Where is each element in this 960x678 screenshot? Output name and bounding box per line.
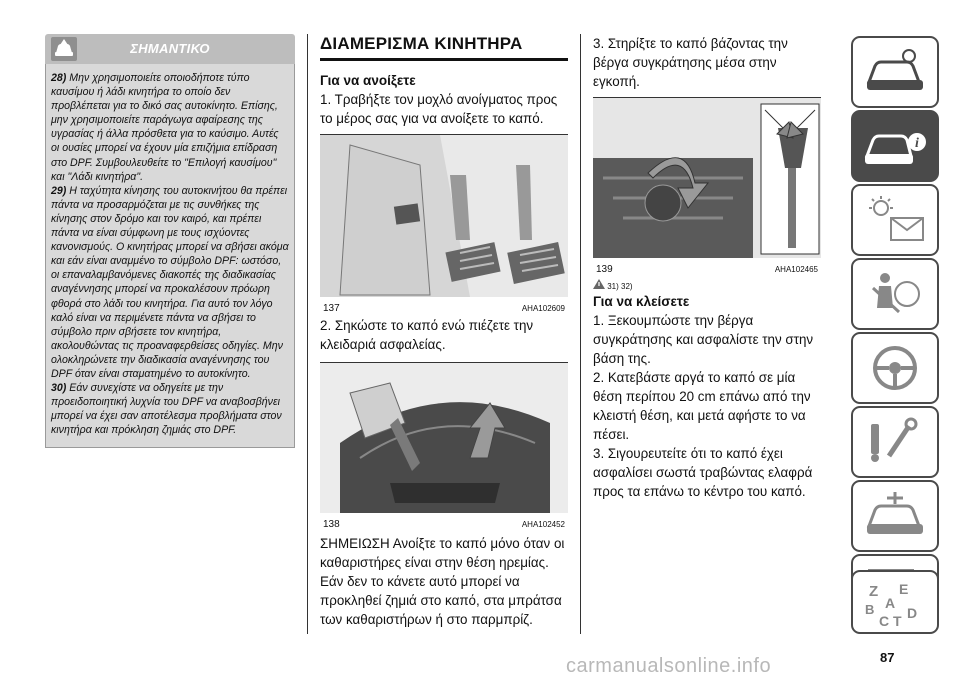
hood-support-rod-illustration: [593, 98, 821, 258]
step-1-text: 1. Τραβήξτε τον μοχλό ανοίγματος προς το…: [320, 92, 558, 126]
figure-caption: 137 AHA102609: [320, 302, 568, 316]
warning-header: ΣΗΜΑΝΤΙΚΟ: [45, 34, 295, 64]
warning-references: 31) 32): [593, 279, 821, 291]
note-number: 29): [51, 184, 67, 197]
step-3-text: 3. Στηρίξτε το καπό βάζοντας την βέργα σ…: [593, 36, 788, 89]
note-text: Μην χρησιμοποιείτε οποιοδήποτε τύπο καυσ…: [51, 72, 279, 183]
safety-airbag-icon: [871, 273, 920, 314]
warning-note: 28) Μην χρησιμοποιείτε οποιοδήποτε τύπο …: [51, 71, 289, 184]
tab-starting-driving[interactable]: [851, 332, 939, 404]
figure-code: AHA102609: [521, 304, 565, 313]
step-2-text: 2. Σηκώστε το καπό ενώ πιέζετε την κλειδ…: [320, 318, 534, 352]
warning-body: 28) Μην χρησιμοποιείτε οποιοδήποτε τύπο …: [45, 64, 295, 449]
page-number: 87: [880, 650, 895, 665]
tab-maintenance[interactable]: [851, 480, 939, 552]
note-text: Η ταχύτητα κίνησης του αυτοκινήτου θα πρ…: [51, 184, 289, 380]
svg-text:i: i: [915, 136, 919, 151]
warning-note: 30) Εάν συνεχίστε να οδηγείτε με την προ…: [51, 381, 289, 437]
hood-safety-catch-illustration: [320, 363, 568, 513]
close-step: 2. Κατεβάστε αργά το καπό σε μία θέση πε…: [593, 370, 811, 442]
tab-warning-lights[interactable]: [851, 184, 939, 256]
steering-wheel-icon: [873, 346, 917, 390]
svg-text:C: C: [879, 613, 889, 628]
engine-bay-column: ΔΙΑΜΕΡΙΣΜΑ ΚΙΝΗΤΗΡΑ Για να ανοίξετε 1. Τ…: [320, 34, 568, 629]
figure-caption: 139 AHA102465: [593, 263, 821, 277]
car-dashboard-icon: [866, 49, 923, 90]
close-step: 1. Ξεκουμπώστε την βέργα συγκράτησης και…: [593, 313, 814, 366]
svg-text:D: D: [907, 605, 917, 621]
note-text: ΣΗΜΕΙΩΣΗ Ανοίξτε το καπό μόνο όταν οι κα…: [320, 536, 565, 627]
note-number: 28): [51, 72, 67, 84]
tab-emergency[interactable]: [851, 406, 939, 478]
svg-text:B: B: [865, 602, 874, 617]
section-title: ΔΙΑΜΕΡΙΣΜΑ ΚΙΝΗΤΗΡΑ: [320, 34, 523, 53]
close-heading: Για να κλείσετε: [593, 294, 690, 309]
svg-text:Z: Z: [869, 583, 878, 600]
warning-title: ΣΗΜΑΝΤΙΚΟ: [130, 41, 210, 56]
title-rule: [320, 58, 568, 61]
tools-emergency-icon: [871, 417, 918, 462]
figure-caption: 138 AHA102452: [320, 518, 568, 532]
figure-138: 138 AHA102452: [320, 362, 568, 532]
open-heading: Για να ανοίξετε: [320, 73, 416, 88]
car-alert-icon: [51, 37, 77, 61]
figure-code: AHA102452: [521, 520, 565, 529]
svg-text:A: A: [885, 595, 895, 611]
car-info-icon: i: [864, 133, 926, 164]
figure-number: 138: [323, 519, 340, 530]
alphabet-index-icon: Z E A B D C T: [865, 581, 917, 628]
svg-text:T: T: [893, 613, 902, 628]
car-maintenance-icon: [866, 492, 923, 534]
figure-number: 139: [596, 264, 613, 275]
note-text: Εάν συνεχίστε να οδηγείτε με την προειδο…: [51, 382, 282, 437]
figure-139: 139 AHA102465: [593, 97, 821, 277]
reference-numbers: 31) 32): [607, 282, 633, 291]
warning-box: ΣΗΜΑΝΤΙΚΟ 28) Μην χρησιμοποιείτε οποιοδή…: [45, 34, 295, 449]
support-close-column: 3. Στηρίξτε το καπό βάζοντας την βέργα σ…: [593, 34, 821, 501]
tab-car-info[interactable]: i: [851, 110, 939, 182]
figure-number: 137: [323, 303, 340, 314]
column-divider: [307, 34, 308, 634]
warning-lights-message-icon: [869, 196, 924, 241]
svg-text:E: E: [899, 581, 908, 597]
warning-triangle-icon: [593, 279, 607, 291]
watermark: carmanualsonline.info: [566, 655, 772, 677]
tab-index[interactable]: Z E A B D C T: [851, 570, 939, 634]
column-divider: [580, 34, 581, 634]
tab-dashboard[interactable]: [851, 36, 939, 108]
close-step: 3. Σιγουρευτείτε ότι το καπό έχει ασφαλί…: [593, 446, 813, 499]
tab-safety[interactable]: [851, 258, 939, 330]
note-number: 30): [51, 382, 67, 395]
hood-release-lever-illustration: [320, 135, 568, 297]
figure-code: AHA102465: [774, 265, 818, 274]
warning-note: 29) Η ταχύτητα κίνησης του αυτοκινήτου θ…: [51, 184, 289, 381]
figure-137: 137 AHA102609: [320, 134, 568, 316]
